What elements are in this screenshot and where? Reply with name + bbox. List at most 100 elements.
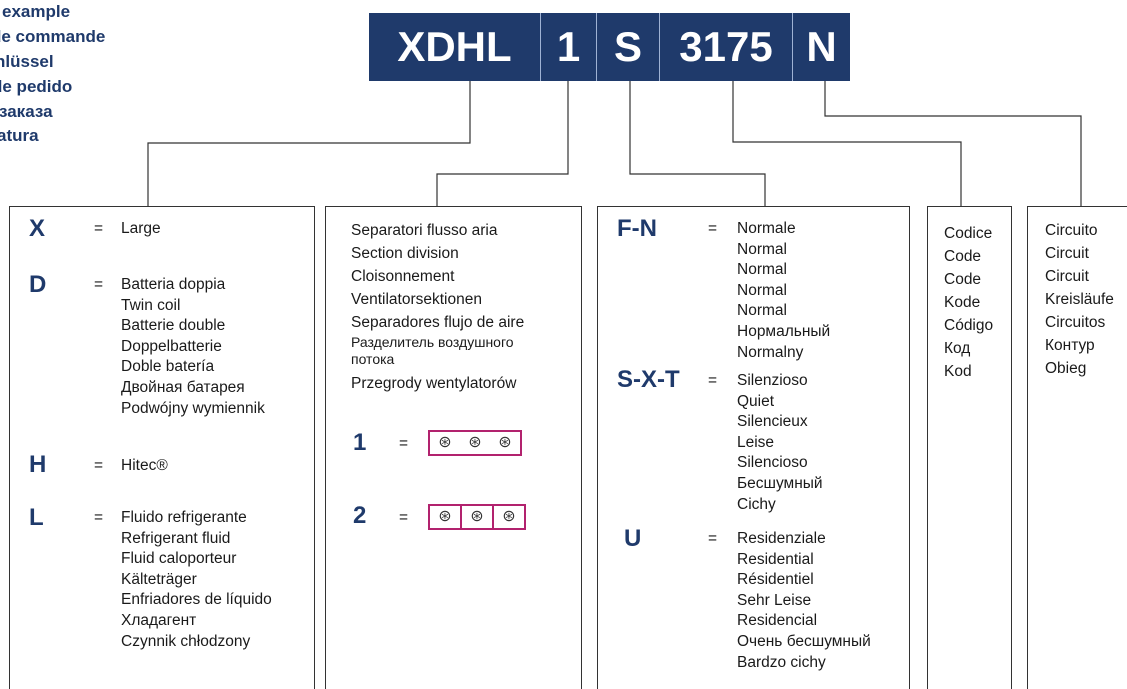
code-segment-series: XDHL [397,23,512,70]
list-item: потока [351,351,395,367]
connector-series [147,81,471,206]
letter-u: U [624,525,642,552]
box-code [927,206,1012,689]
letter-d: D [29,271,47,298]
list-item: Leise [737,433,775,451]
list-item: Kreisläufe [1045,291,1114,308]
fan-icon: ⊛ [502,508,516,525]
list-item: Separatori flusso aria [351,222,498,239]
list-item: Silencieux [737,413,808,431]
list-item: Normal [737,302,787,320]
equals-sign: = [399,435,409,452]
list-item: Large [121,220,161,237]
d-description: Batteria doppia Twin coil Batterie doubl… [121,275,265,419]
header-line-5: заказа [0,102,53,121]
fan-icon: ⊛ [468,434,482,451]
connector-code [732,81,962,206]
fan-icon: ⊛ [462,506,494,528]
box-noise-level [597,206,910,689]
model-code-bar: XDHL 1 S 3175 N [369,13,850,81]
list-item: Czynnik chłodzony [121,632,251,650]
list-item: Код [944,340,971,357]
list-item: Fluido refrigerante [121,509,247,526]
list-item: Résidentiel [737,571,814,589]
fan-icon: ⊛ [430,506,462,528]
list-item: Sehr Leise [737,591,812,609]
list-item: Podwójny wymiennik [121,399,265,417]
box-section-division [325,206,582,689]
list-item: Obieg [1045,360,1087,377]
list-item: Нормальный [737,322,831,340]
letter-h: H [29,451,47,478]
list-item: Ventilatorsektionen [351,291,482,308]
equals-sign: = [708,372,718,389]
x-description: Large [121,219,161,240]
box-circuit [1027,206,1127,689]
code-separator [596,13,597,81]
list-item: Refrigerant fluid [121,529,231,547]
list-item: Doble batería [121,358,215,376]
box-series [9,206,315,689]
code-segment-noise: S [613,23,642,70]
equals-sign: = [94,457,104,474]
list-item: Kod [944,363,972,380]
list-item: Normal [737,261,787,279]
letter-l: L [29,504,44,531]
code-segment-code: 3175 [679,23,773,70]
list-item: Separadores flujo de aire [351,314,525,331]
list-item: Хладагент [121,611,197,629]
list-item: Residenziale [737,530,826,547]
header-line-6: atura [0,126,39,145]
option-number-1: 1 [353,429,367,456]
list-item: Cloisonnement [351,268,455,285]
list-item: Enfriadores de líquido [121,591,272,609]
header-line-3: nlüssel [0,52,54,71]
equals-sign: = [399,509,409,526]
list-item: Quiet [737,392,775,410]
u-description: Residenziale Residential Résidentiel Seh… [737,529,871,673]
equals-sign: = [94,220,104,237]
section-division-labels: Separatori flusso aria Section division … [351,219,524,395]
list-item: Kode [944,294,981,311]
list-item: Разделитель воздушного [351,334,514,350]
list-item: Normale [737,220,796,237]
list-item: Silenzioso [737,372,808,389]
list-item: Cichy [737,495,776,513]
equals-sign: = [94,276,104,293]
l-description: Fluido refrigerante Refrigerant fluid Fl… [121,508,272,652]
list-item: Silencioso [737,454,808,472]
connector-section [436,81,569,206]
list-item: Batteria doppia [121,276,226,293]
h-description: Hitec® [121,456,168,477]
code-separator [792,13,793,81]
s-x-t-description: Silenzioso Quiet Silencieux Leise Silenc… [737,371,823,515]
equals-sign: = [708,220,718,237]
f-n-description: Normale Normal Normal Normal Normal Норм… [737,219,830,363]
code-segment-section: 1 [556,23,581,70]
list-item: Przegrody wentylatorów [351,375,517,392]
list-item: Normalny [737,343,804,361]
option-number-2: 2 [353,502,367,529]
list-item: Batterie double [121,317,226,335]
list-item: Twin coil [121,296,181,314]
fan-layout-divided-sections: ⊛ ⊛ ⊛ [428,504,526,530]
list-item: Circuito [1045,222,1098,239]
letter-f-n: F-N [617,215,657,242]
list-item: Code [944,248,982,265]
list-item: Normal [737,281,787,299]
code-segment-circuit: N [806,23,837,70]
list-item: Codice [944,225,993,242]
code-separator [659,13,660,81]
list-item: Circuitos [1045,314,1106,331]
list-item: Circuit [1045,268,1089,285]
code-labels: Codice Code Code Kode Código Код Kod [944,222,993,383]
letter-x: X [29,215,46,242]
list-item: Código [944,317,994,334]
list-item: Hitec® [121,457,168,474]
list-item: Doppelbatterie [121,337,222,355]
list-item: Fluid caloporteur [121,550,237,568]
list-item: Normal [737,240,787,258]
connector-circuit [824,81,1082,206]
header-line-4: de pedido [0,77,73,96]
